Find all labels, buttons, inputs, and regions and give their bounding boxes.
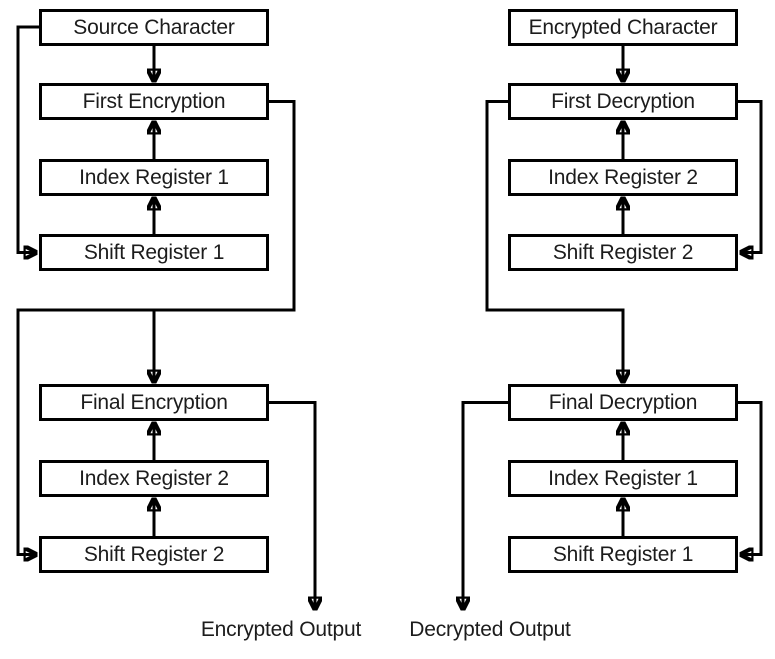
arrow-first-decryption-feedback-to-shift2 [738, 100, 763, 253]
arrow-source-feedback-to-shift1 [16, 25, 39, 253]
box-shift-register-2-encrypt: Shift Register 2 [39, 536, 269, 573]
box-index-register-1-encrypt: Index Register 1 [39, 159, 269, 196]
box-shift-register-1-encrypt: Shift Register 1 [39, 234, 269, 271]
arrow-first-decryption-to-final-decryption [485, 100, 623, 381]
decrypted-output-label: Decrypted Output [409, 618, 571, 641]
arrow-final-encryption-to-output [269, 401, 315, 608]
box-source-character: Source Character [39, 9, 269, 46]
arrow-final-decryption-to-output [463, 401, 508, 608]
box-index-register-2-decrypt: Index Register 2 [508, 159, 738, 196]
box-encrypted-character: Encrypted Character [508, 9, 738, 46]
box-final-encryption: Final Encryption [39, 384, 269, 421]
arrow-final-decryption-feedback-to-shift1 [738, 401, 763, 555]
arrow-first-encryption-feedback-to-shift2 [16, 100, 296, 555]
box-index-register-2-encrypt: Index Register 2 [39, 460, 269, 497]
box-shift-register-2-decrypt: Shift Register 2 [508, 234, 738, 271]
box-first-encryption: First Encryption [39, 83, 269, 120]
encrypted-output-label: Encrypted Output [200, 618, 362, 641]
box-final-decryption: Final Decryption [508, 384, 738, 421]
box-first-decryption: First Decryption [508, 83, 738, 120]
box-shift-register-1-decrypt: Shift Register 1 [508, 536, 738, 573]
box-index-register-1-decrypt: Index Register 1 [508, 460, 738, 497]
